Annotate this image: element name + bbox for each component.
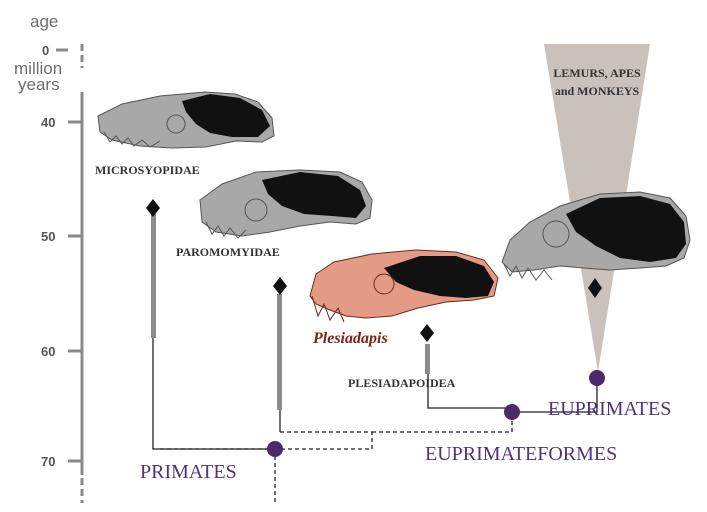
plesiadapis-skull [310,250,498,322]
first-appearance-diamond-plesiadapoidea [420,324,434,342]
clade-label-euprimateformes: EUPRIMATEFORMES [425,443,617,465]
clade-label-euprimates: EUPRIMATES [548,398,671,420]
axis-title: age [30,12,58,31]
label-microsyopidae: MICROSYOPIDAE [95,163,200,177]
first-appearance-diamond-paromomyidae [273,277,287,295]
axis-unit-years: years [18,75,60,94]
paromomyidae-skull [200,170,372,238]
node-euprimateformes [504,404,520,420]
tick-label-40: 40 [41,115,55,130]
euprimate-skull [502,192,690,280]
node-primates [267,441,283,457]
label-and-monkeys: and MONKEYS [555,84,640,98]
time-axis: age 0 million years 40 50 60 70 [14,12,82,503]
axis-zero-label: 0 [42,43,49,58]
label-plesiadapoidea: PLESIADAPOIDEA [348,376,456,390]
first-appearance-diamond-microsyopidae [146,199,160,217]
tick-label-60: 60 [41,344,55,359]
clade-label-primates: PRIMATES [140,461,237,483]
tick-label-70: 70 [41,454,55,469]
range-bar-microsyopidae [151,214,156,338]
microsyopidae-skull [98,92,274,148]
label-paromomyidae: PAROMOMYIDAE [176,245,280,259]
label-plesiadapis: Plesiadapis [312,330,388,347]
range-bar-paromomyidae [277,294,282,410]
range-bar-plesiadapoidea [425,344,430,374]
tick-label-50: 50 [41,229,55,244]
label-lemurs-apes: LEMURS, APES [553,66,641,80]
node-euprimates [589,370,605,386]
